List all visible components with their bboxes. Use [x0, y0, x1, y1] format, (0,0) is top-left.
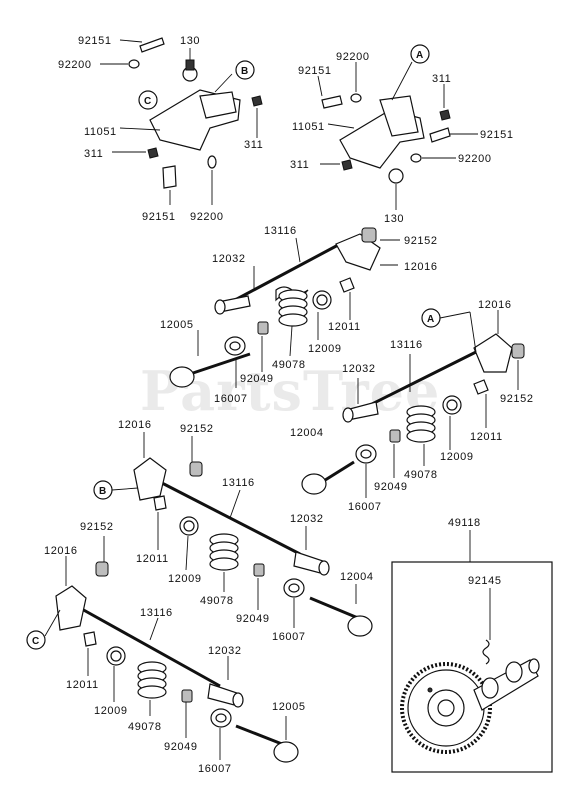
callout-b-top: B — [235, 60, 255, 80]
label-92151: 92151 — [298, 65, 332, 77]
camshaft-inset — [391, 530, 553, 773]
callout-a-mid: A — [421, 308, 441, 328]
label-92151: 92151 — [480, 129, 514, 141]
label-92200: 92200 — [58, 59, 92, 71]
label-92200: 92200 — [458, 153, 492, 165]
label-311: 311 — [432, 73, 451, 85]
valve-set-bottom-left — [55, 536, 299, 763]
label-49078: 49078 — [128, 721, 162, 733]
label-12009: 12009 — [440, 451, 474, 463]
label-92145: 92145 — [468, 575, 502, 587]
label-12005: 12005 — [272, 701, 306, 713]
label-92049: 92049 — [164, 741, 198, 753]
bracket-assembly-left — [100, 37, 263, 205]
svg-text:C: C — [144, 96, 151, 107]
label-92049: 92049 — [374, 481, 408, 493]
label-12032: 12032 — [290, 513, 324, 525]
label-12004: 12004 — [340, 571, 374, 583]
label-12005: 12005 — [160, 319, 194, 331]
label-12032: 12032 — [342, 363, 376, 375]
label-11051: 11051 — [292, 121, 325, 133]
valve-set-upper — [169, 227, 400, 388]
label-12011: 12011 — [328, 321, 361, 333]
label-92049: 92049 — [240, 373, 274, 385]
svg-text:B: B — [241, 66, 248, 77]
label-92200: 92200 — [190, 211, 224, 223]
label-12016: 12016 — [118, 419, 152, 431]
callout-a-top: A — [410, 44, 430, 64]
callout-c-top: C — [138, 90, 158, 110]
callout-c-bottom: C — [26, 630, 46, 650]
label-12032: 12032 — [212, 253, 246, 265]
label-12009: 12009 — [308, 343, 342, 355]
label-49078: 49078 — [404, 469, 438, 481]
callout-b-leader — [111, 487, 139, 491]
valve-spring-right — [406, 405, 436, 443]
svg-text:C: C — [32, 636, 39, 647]
label-92200: 92200 — [336, 51, 370, 63]
label-16007: 16007 — [272, 631, 306, 643]
label-130: 130 — [180, 35, 200, 47]
label-130: 130 — [384, 213, 404, 225]
label-12009: 12009 — [94, 705, 128, 717]
label-49118: 49118 — [448, 517, 481, 529]
valve-set-left-middle — [133, 432, 373, 637]
callout-c-leader — [44, 609, 61, 637]
label-13116: 13116 — [222, 477, 255, 489]
bracket-assembly-right — [317, 61, 478, 210]
label-12032: 12032 — [208, 645, 242, 657]
label-92151: 92151 — [142, 211, 176, 223]
label-92049: 92049 — [236, 613, 270, 625]
svg-text:A: A — [416, 50, 423, 61]
label-311: 311 — [290, 159, 309, 171]
valve-spring-bottom-left — [137, 661, 167, 699]
label-311: 311 — [84, 148, 103, 160]
label-12011: 12011 — [470, 431, 503, 443]
label-12011: 12011 — [66, 679, 99, 691]
label-12016: 12016 — [478, 299, 512, 311]
label-49078: 49078 — [200, 595, 234, 607]
valve-spring-left-middle — [209, 533, 239, 571]
label-92151: 92151 — [78, 35, 112, 47]
label-12009: 12009 — [168, 573, 202, 585]
label-11051: 11051 — [84, 126, 117, 138]
label-49078: 49078 — [272, 359, 306, 371]
callout-b-mid: B — [93, 480, 113, 500]
label-12016: 12016 — [44, 545, 78, 557]
label-13116: 13116 — [390, 339, 423, 351]
label-16007: 16007 — [348, 501, 382, 513]
label-12004: 12004 — [290, 427, 324, 439]
label-13116: 13116 — [140, 607, 173, 619]
label-12011: 12011 — [136, 553, 169, 565]
valve-set-right — [301, 310, 525, 498]
label-16007: 16007 — [214, 393, 248, 405]
label-92152: 92152 — [180, 423, 214, 435]
label-16007: 16007 — [198, 763, 232, 775]
label-13116: 13116 — [264, 225, 297, 237]
label-12016: 12016 — [404, 261, 438, 273]
label-311: 311 — [244, 139, 263, 151]
label-92152: 92152 — [500, 393, 534, 405]
valve-spring-upper — [278, 289, 308, 327]
svg-text:A: A — [427, 314, 434, 325]
label-92152: 92152 — [404, 235, 438, 247]
label-92152: 92152 — [80, 521, 114, 533]
svg-text:B: B — [99, 486, 106, 497]
